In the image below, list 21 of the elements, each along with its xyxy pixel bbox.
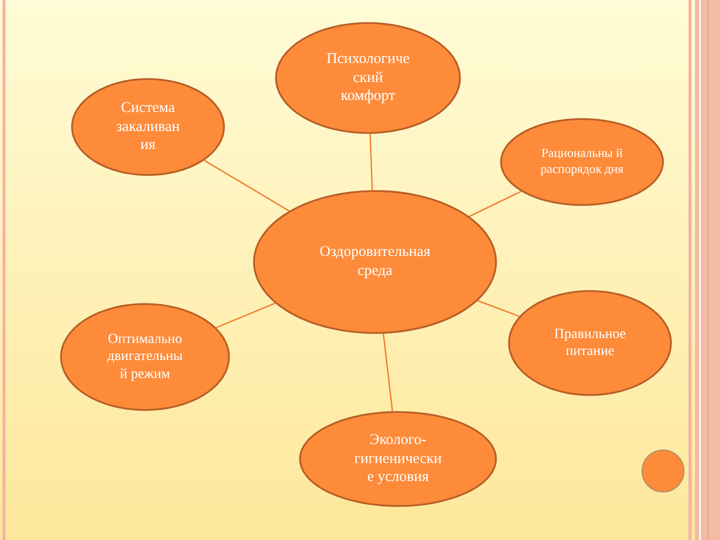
topic-ellipse xyxy=(500,118,664,206)
topic-label: Рациональны й распорядок дня xyxy=(540,146,624,178)
topic-ellipse xyxy=(275,22,461,134)
connector-line xyxy=(478,300,520,317)
topic-ellipse xyxy=(253,190,497,334)
topic-ellipse xyxy=(299,411,497,507)
decor-circle xyxy=(641,449,685,493)
topic-label: Эколого-гигиенически е условия xyxy=(354,430,442,488)
topic-label: Система закаливан ия xyxy=(116,98,180,156)
topic-label: Оздоровительная среда xyxy=(320,243,430,281)
connector-line xyxy=(369,134,373,190)
connector-line xyxy=(382,334,394,412)
topic-label: Правильное питание xyxy=(554,326,626,360)
topic-label: Оптимально двигательны й режим xyxy=(107,330,183,384)
connector-line xyxy=(469,190,522,217)
topic-ellipse xyxy=(71,78,225,176)
topic-ellipse xyxy=(508,290,672,396)
topic-label: Психологиче ский комфорт xyxy=(326,50,410,106)
topic-ellipse xyxy=(60,303,230,411)
connector-line xyxy=(204,160,290,212)
connector-line xyxy=(216,302,276,328)
